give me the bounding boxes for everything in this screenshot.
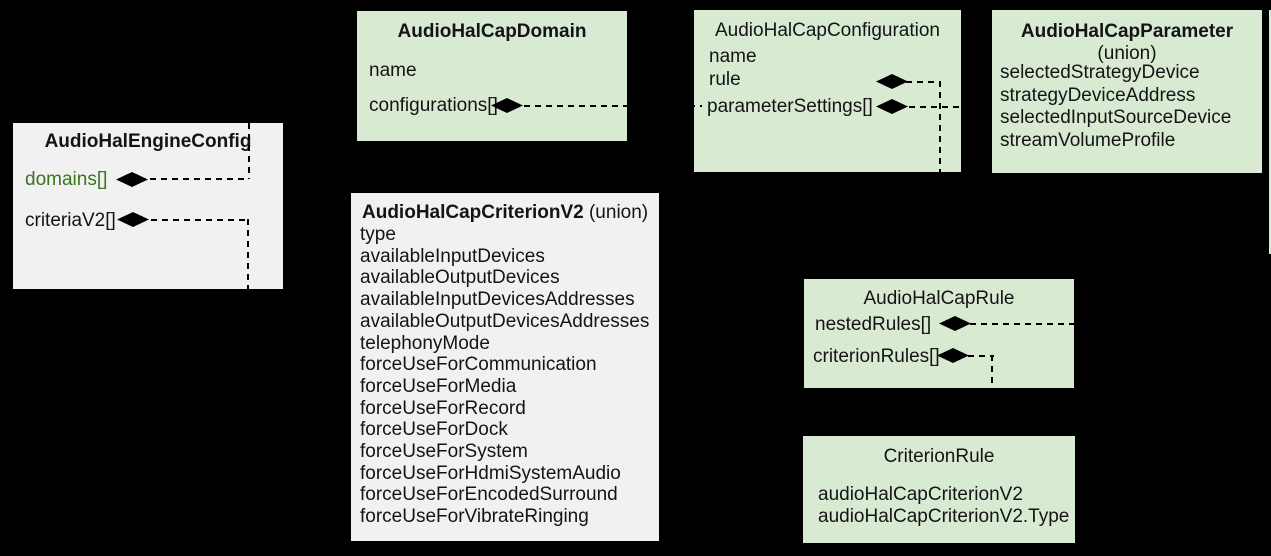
class-box-audio-hal-engine-config: AudioHalEngineConfig domains[] criteriaV… — [13, 123, 283, 289]
field-available-input-devices-addresses: availableInputDevicesAddresses — [360, 289, 635, 311]
composition-diamond-icon-criterion-rules — [937, 348, 969, 363]
field-force-use-for-hdmi-system-audio: forceUseForHdmiSystemAudio — [360, 462, 621, 484]
class-title: AudioHalCapDomain — [397, 21, 587, 42]
field-available-output-devices-addresses: availableOutputDevicesAddresses — [360, 310, 650, 332]
composition-diamond-icon-domains — [116, 172, 148, 187]
field-force-use-for-communication: forceUseForCommunication — [360, 354, 597, 376]
connector-criterion-rules-vertical — [991, 355, 993, 436]
field-available-input-devices: availableInputDevices — [360, 245, 545, 267]
field-criterion-rules: criterionRules[] — [813, 346, 940, 367]
connector-domains-horizontal — [150, 178, 249, 180]
class-box-audio-hal-cap-domain: AudioHalCapDomain name configurations[] — [357, 11, 627, 141]
class-title: AudioHalCapParameter — [1020, 21, 1234, 42]
connector-criterion-rules-horizontal — [968, 355, 994, 357]
connector-criteria-v2-vertical — [247, 219, 249, 289]
cropped-box-edge — [1269, 10, 1271, 254]
class-title: AudioHalCapRule — [863, 288, 1015, 309]
field-nested-rules: nestedRules[] — [815, 314, 932, 335]
connector-rule-horizontal — [906, 81, 941, 83]
field-parameter-settings: parameterSettings[] — [707, 96, 873, 117]
class-box-audio-hal-cap-parameter: AudioHalCapParameter (union) selectedStr… — [992, 10, 1262, 173]
composition-diamond-icon-nested-rules — [939, 316, 971, 331]
connector-configurations-horizontal — [524, 105, 702, 107]
field-force-use-for-system: forceUseForSystem — [360, 441, 528, 463]
field-configurations: configurations[] — [369, 95, 498, 116]
field-list: type availableInputDevices availableOutp… — [360, 224, 649, 528]
field-audio-hal-cap-criterion-v2-type: audioHalCapCriterionV2.Type — [818, 506, 1070, 527]
field-name: name — [709, 46, 757, 67]
field-list: selectedStrategyDevice strategyDeviceAdd… — [1000, 62, 1231, 152]
composition-diamond-icon-parameter-settings — [876, 99, 908, 114]
field-domains: domains[] — [25, 169, 108, 190]
class-box-audio-hal-cap-rule: AudioHalCapRule nestedRules[] criterionR… — [804, 279, 1074, 388]
composition-diamond-icon-rule — [876, 74, 908, 89]
composition-diamond-icon-criteria-v2 — [117, 212, 149, 227]
field-criteria-v2: criteriaV2[] — [25, 210, 116, 231]
field-force-use-for-vibrate-ringing: forceUseForVibrateRinging — [360, 506, 589, 528]
connector-criteria-v2-horizontal — [151, 219, 248, 221]
connector-domains-vertical — [248, 123, 250, 179]
connector-parameter-settings-horizontal — [909, 106, 992, 108]
class-box-audio-hal-cap-configuration: AudioHalCapConfiguration name rule param… — [694, 10, 961, 172]
class-title: AudioHalCapCriterionV2 (union) — [362, 202, 648, 224]
field-force-use-for-encoded-surround: forceUseForEncodedSurround — [360, 484, 618, 506]
class-box-criterion-rule: CriterionRule audioHalCapCriterionV2 aud… — [803, 436, 1075, 543]
field-force-use-for-dock: forceUseForDock — [360, 419, 508, 441]
field-force-use-for-record: forceUseForRecord — [360, 397, 526, 419]
field-name: name — [369, 60, 417, 81]
field-rule: rule — [709, 69, 741, 90]
connector-nested-rules-horizontal — [970, 323, 1074, 325]
class-box-audio-hal-cap-criterion-v2: AudioHalCapCriterionV2 (union) type avai… — [351, 193, 659, 541]
field-selected-strategy-device: selectedStrategyDevice — [1000, 62, 1200, 83]
class-title-union: (union) — [588, 202, 649, 223]
class-title-name: AudioHalCapCriterionV2 — [362, 202, 584, 223]
field-force-use-for-media: forceUseForMedia — [360, 375, 517, 397]
composition-diamond-icon-configurations — [491, 98, 523, 113]
field-stream-volume-profile: streamVolumeProfile — [1000, 129, 1176, 151]
class-subtitle-union: (union) — [1097, 43, 1157, 64]
field-type: type — [360, 224, 396, 245]
class-title: AudioHalEngineConfig — [44, 131, 252, 152]
field-audio-hal-cap-criterion-v2: audioHalCapCriterionV2 — [818, 484, 1023, 505]
field-available-output-devices: availableOutputDevices — [360, 267, 560, 289]
field-telephony-mode: telephonyMode — [360, 332, 490, 354]
field-strategy-device-address: strategyDeviceAddress — [1000, 84, 1196, 106]
class-title: AudioHalCapConfiguration — [715, 20, 940, 41]
class-title: CriterionRule — [883, 446, 995, 467]
field-selected-input-source-device: selectedInputSourceDevice — [1000, 107, 1232, 128]
connector-rule-vertical — [939, 81, 941, 279]
